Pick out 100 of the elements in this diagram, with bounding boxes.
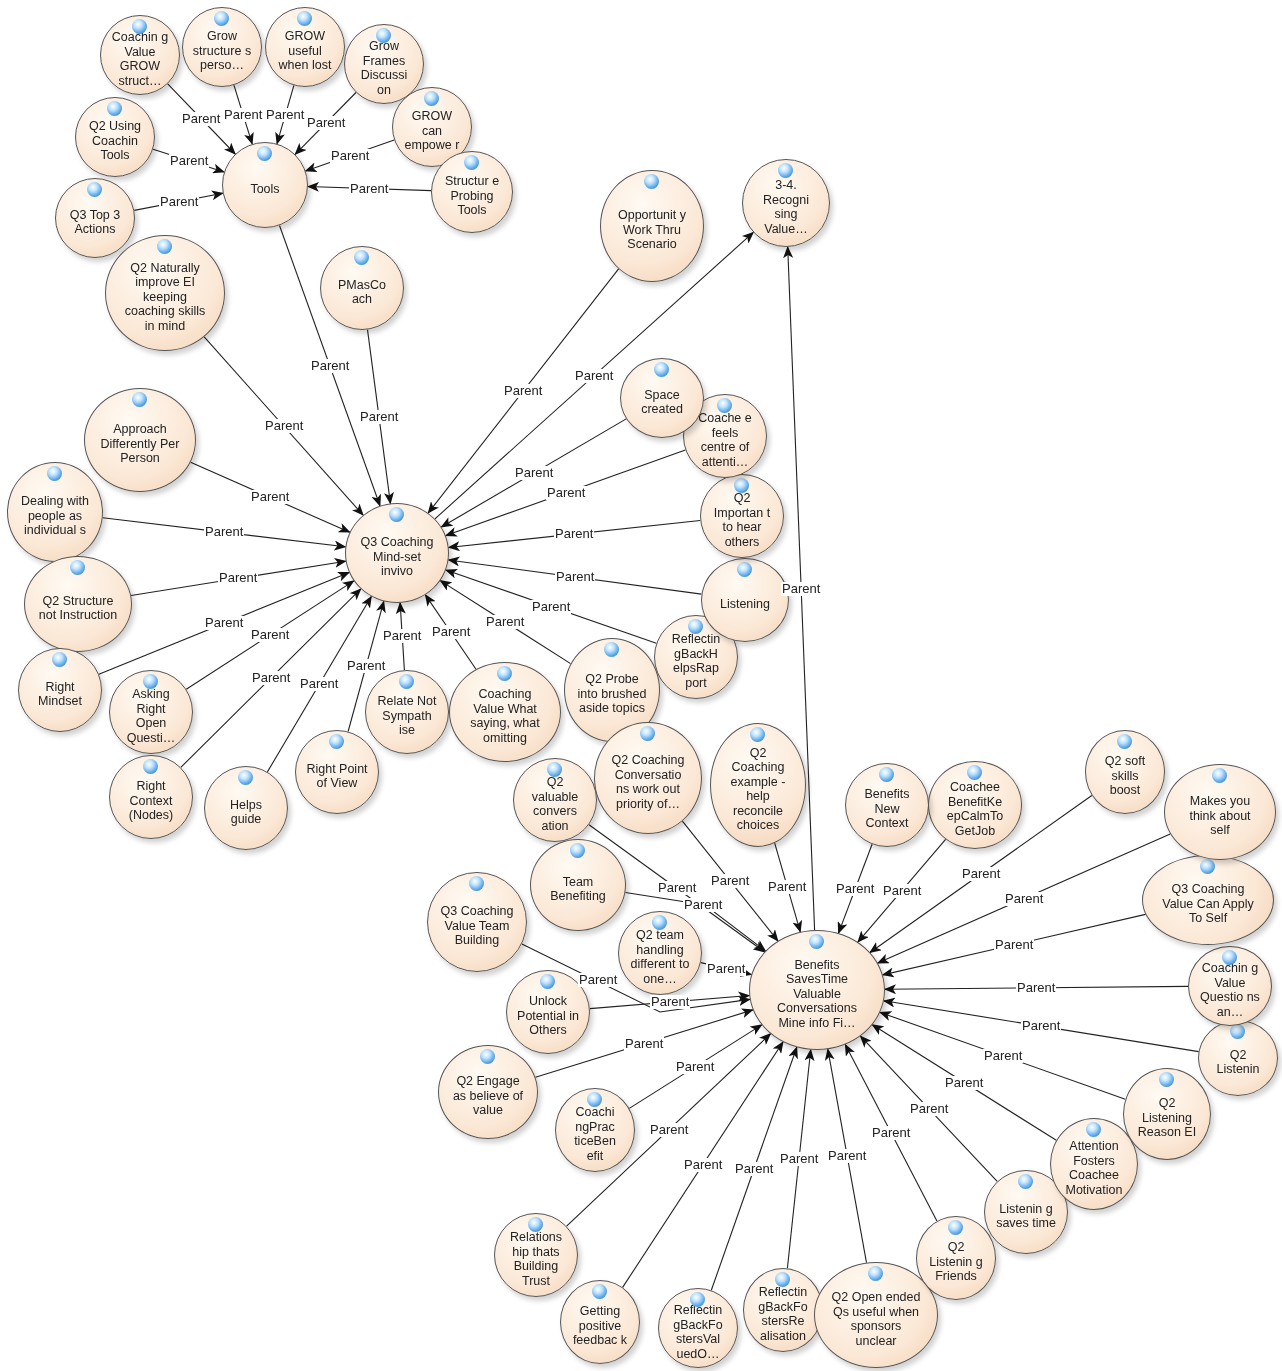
- topic-circle: [431, 151, 513, 233]
- topic-label: Asking Right Open Questi…: [125, 687, 177, 745]
- topic-circle: [618, 911, 702, 995]
- topic-label: Grow structure s perso…: [192, 29, 252, 73]
- parent-arrow: [869, 794, 1093, 954]
- topic-label: Getting positive feedbac k: [571, 1304, 629, 1348]
- edge-label: Parent: [431, 625, 472, 639]
- topic-label: Coachin g Value GROW struct…: [110, 30, 170, 88]
- edge-label: Parent: [779, 1152, 820, 1166]
- topic-circle: [109, 755, 193, 839]
- topic-circle: [984, 1170, 1068, 1254]
- topic-circle: [1050, 1118, 1138, 1210]
- edge-label: Parent: [983, 1049, 1024, 1063]
- edge-label: Parent: [485, 615, 526, 629]
- topic-circle: [742, 159, 830, 247]
- parent-arrow: [566, 1033, 772, 1227]
- edge-label: Parent: [306, 116, 347, 130]
- topic-label: Q2 Probe into brushed aside topics: [576, 672, 648, 716]
- topic-circle: [1198, 1020, 1278, 1096]
- topic-circle: [749, 930, 885, 1050]
- topic-label: Reflectin gBackFo stersRe alisation: [757, 1285, 809, 1343]
- edge-label: Parent: [330, 149, 371, 163]
- topic-label: Tools: [249, 181, 281, 197]
- edge-label: Parent: [349, 182, 390, 196]
- topic-label: Q2 Coaching Conversatio ns work out priority of…: [610, 753, 686, 811]
- topic-label: Coache e feels centre of attenti…: [697, 411, 753, 469]
- parent-arrow: [710, 1046, 798, 1291]
- edge-label: Parent: [359, 410, 400, 424]
- edge-label: Parent: [299, 677, 340, 691]
- edge-label: Parent: [781, 582, 822, 596]
- edge-label: Parent: [710, 874, 751, 888]
- topic-circle: [295, 730, 379, 814]
- topic-label: Listening: [718, 596, 771, 612]
- topic-label: Dealing with people as individual s: [19, 494, 91, 538]
- edge-label: Parent: [204, 616, 245, 630]
- topic-circle: [55, 178, 135, 258]
- topic-label: Q3 Coaching Mind-set invivo: [359, 535, 435, 579]
- topic-label: Grow Frames Discussi on: [359, 39, 409, 97]
- topic-label: Q2 Structure not Instruction: [37, 593, 119, 623]
- parent-arrow: [681, 820, 779, 942]
- topic-label: Q2 team handling different to one…: [629, 928, 691, 986]
- topic-label: Q3 Top 3 Actions: [68, 207, 122, 237]
- edge-label: Parent: [310, 359, 351, 373]
- topic-label: Coaching Value What saying, what omitting: [469, 687, 541, 745]
- edge-label: Parent: [169, 154, 210, 168]
- edge-label: Parent: [204, 525, 245, 539]
- topic-label: Q2 Open ended Qs useful when sponsors unclear: [830, 1290, 922, 1348]
- topic-label: PMasCo ach: [337, 277, 387, 307]
- edge-label: Parent: [882, 884, 923, 898]
- topic-label: Unlock Potential in Others: [516, 994, 580, 1038]
- topic-circle: [265, 7, 345, 87]
- topic-circle: [1142, 855, 1274, 945]
- topic-label: Q3 Coaching Value Can Apply To Self: [1161, 882, 1255, 926]
- topic-label: GROW useful when lost: [277, 29, 333, 73]
- edge-label: Parent: [218, 571, 259, 585]
- topic-label: Right Point of View: [305, 761, 369, 791]
- topic-circle: [75, 97, 155, 177]
- topic-label: Attention Fosters Coachee Motivation: [1064, 1139, 1124, 1197]
- edge-label: Parent: [531, 600, 572, 614]
- topic-label: Helps guide: [229, 797, 263, 827]
- parent-arrow: [871, 1024, 1057, 1141]
- parent-arrow: [366, 329, 394, 505]
- topic-label: Q2 valuable convers ation: [530, 775, 580, 833]
- topic-label: Q2 soft skills boost: [1103, 754, 1147, 798]
- parent-arrow: [837, 843, 873, 935]
- topic-label: Q2 Naturally improve EI keeping coaching skills in mind: [123, 260, 207, 334]
- topic-label: Space created: [640, 387, 684, 417]
- edge-label: Parent: [706, 962, 747, 976]
- topic-label: Q3 Coaching Value Team Building: [439, 904, 515, 948]
- edge-label: Parent: [657, 881, 698, 895]
- topic-label: 3-4. Recogni sing Value…: [762, 178, 810, 236]
- topic-label: Q2 Using Coachin Tools: [87, 119, 143, 163]
- edge-label: Parent: [574, 369, 615, 383]
- topic-circle: [564, 638, 660, 742]
- topic-label: Reflectin gBackH elpsRap port: [670, 632, 722, 690]
- topic-label: Q2 Importan t to hear others: [712, 491, 772, 549]
- edge-label: Parent: [554, 527, 595, 541]
- parent-arrow: [876, 833, 1171, 964]
- edge-label: Parent: [961, 867, 1002, 881]
- topic-circle: [109, 670, 193, 754]
- topic-circle: [513, 758, 597, 842]
- topic-label: Q2 Coaching example - help reconcile choices: [729, 745, 787, 833]
- edge-label: Parent: [683, 898, 724, 912]
- edge-label: Parent: [1021, 1019, 1062, 1033]
- edge-label: Parent: [250, 490, 291, 504]
- parent-arrow: [278, 224, 381, 507]
- topic-label: Q2 Engage as believe of value: [451, 1074, 525, 1118]
- topic-label: Approach Differently Per Person: [99, 422, 181, 466]
- parent-arrow: [434, 231, 755, 520]
- edge-label: Parent: [555, 570, 596, 584]
- parent-arrow: [203, 336, 364, 516]
- topic-label: Makes you think about self: [1188, 794, 1252, 838]
- topic-circle: [18, 648, 102, 732]
- edge-label: Parent: [871, 1126, 912, 1140]
- topic-circle: [928, 761, 1022, 849]
- parent-arrow: [622, 1041, 784, 1288]
- parent-arrow: [786, 1048, 815, 1269]
- edge-label: Parent: [578, 973, 619, 987]
- edge-label: Parent: [835, 882, 876, 896]
- parent-arrow: [824, 1048, 868, 1264]
